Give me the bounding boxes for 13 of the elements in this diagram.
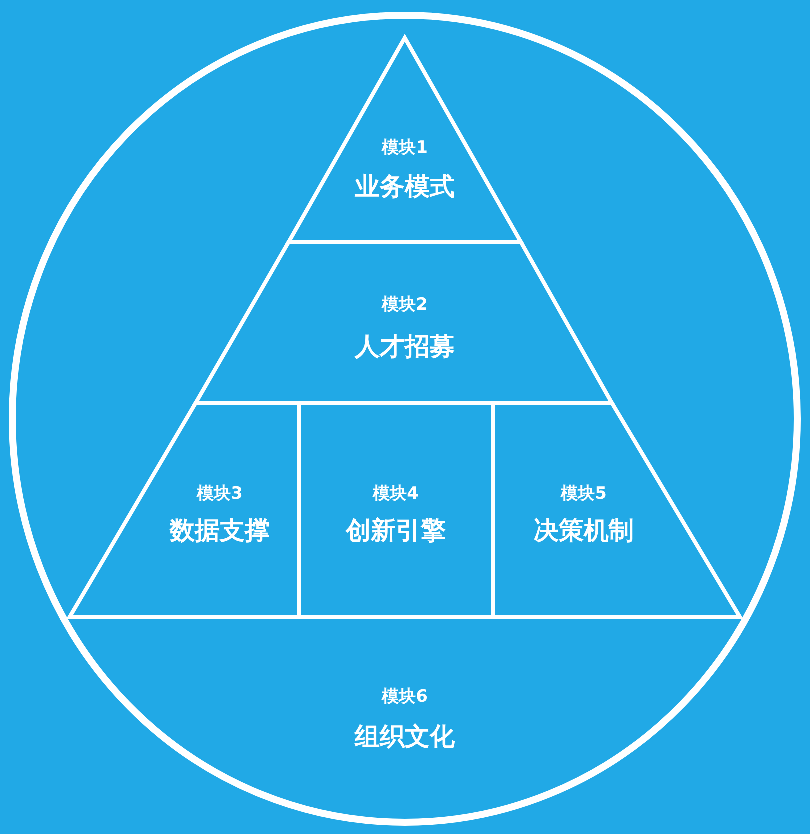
module-number-label: 模块4 — [373, 484, 419, 504]
module-number-label: 模块6 — [382, 687, 428, 708]
module-number-label: 模块3 — [197, 484, 243, 504]
module-title: 组织文化 — [355, 722, 455, 752]
outer-circle — [9, 12, 801, 826]
module-number-label: 模块5 — [561, 484, 607, 504]
module-title: 人才招募 — [355, 332, 455, 362]
module-title: 业务模式 — [355, 172, 455, 202]
module-number-label: 模块2 — [382, 295, 428, 316]
module-number-label: 模块1 — [382, 138, 428, 158]
module-title: 创新引擎 — [346, 516, 446, 546]
module-title: 决策机制 — [534, 516, 634, 546]
module-title: 数据支撑 — [170, 516, 270, 546]
